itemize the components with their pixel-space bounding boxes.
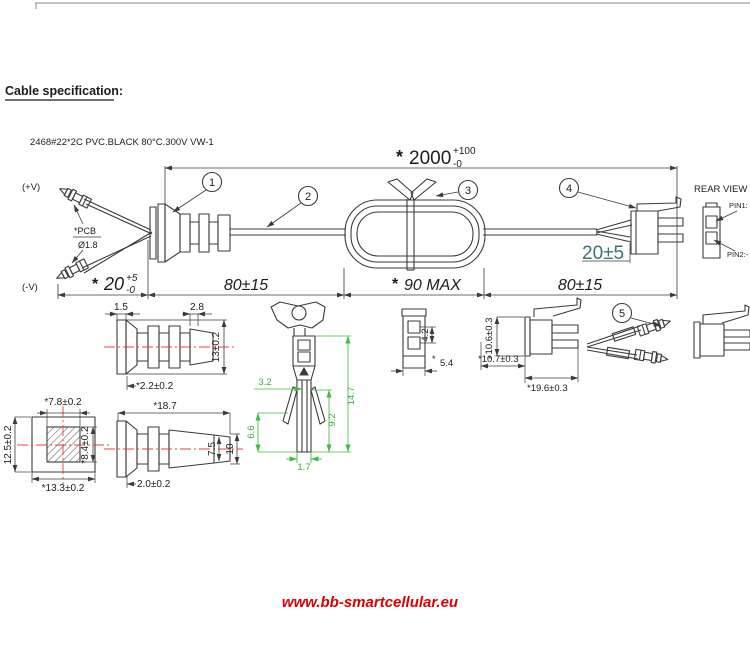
dim-2000-tol-up: +100 <box>453 146 476 157</box>
svg-text:3: 3 <box>465 185 471 197</box>
dim-10-6-star: * <box>488 354 492 364</box>
dim-80-left: 80±15 <box>224 277 268 294</box>
board-end-pins: (+V) (-V) *PCB Ø1.8 <box>22 182 153 293</box>
plus-v-label: (+V) <box>22 182 40 193</box>
rear-view: REAR VIEW PIN1: PIN2:- <box>694 184 749 259</box>
callout-3: 3 <box>435 179 479 201</box>
dim-3-2: 3.2 <box>258 377 271 388</box>
detail-leads-assembly <box>586 304 750 366</box>
cable-lines <box>230 228 597 236</box>
dim-80-right: 80±15 <box>558 277 602 294</box>
dim-19-6: *19.6±0.3 <box>527 383 568 394</box>
dim-5-4-star: * <box>432 354 436 364</box>
dim-2000-value: 2000 <box>409 148 451 169</box>
callout-4: 4 <box>558 177 637 209</box>
pcb-diameter: Ø1.8 <box>78 240 98 250</box>
svg-text:4: 4 <box>566 183 572 195</box>
minus-v-pin <box>53 257 90 284</box>
svg-text:2: 2 <box>305 191 311 203</box>
dim-14-7: 14.7 <box>346 387 357 406</box>
callout-2: 2 <box>266 185 319 228</box>
connector-main-view: 20±5 <box>582 196 684 264</box>
dim-10-7: *10.7±0.3 <box>478 354 519 365</box>
svg-text:5: 5 <box>619 308 625 320</box>
page-title: Cable specification: <box>5 84 123 98</box>
pin1-label: PIN1: <box>729 201 748 210</box>
website-link[interactable]: www.bb-smartcellular.eu <box>282 594 458 611</box>
detail-housing-front: 4.2 * 5.4 <box>391 308 453 376</box>
dim-2000-tol-dn: -0 <box>453 159 462 170</box>
dim-1-7: 1.7 <box>297 462 310 473</box>
detail-crimp-terminal: 3.2 6.6 9.2 14.7 1.7 <box>246 301 357 473</box>
dim-9-2: 9.2 <box>327 413 338 426</box>
dim-1-5: 1.5 <box>114 302 128 313</box>
pin2-label: PIN2:- <box>727 250 749 259</box>
cable-loop <box>344 199 486 269</box>
minus-v-label: (-V) <box>22 282 38 293</box>
plus-v-pin <box>56 183 93 210</box>
detail-housing-side: 10.6±0.3 * *10.7±0.3 *19.6±0.3 <box>478 297 582 394</box>
dim-2-0: 2.0±0.2 <box>137 479 171 490</box>
dim-5-4: 5.4 <box>440 358 453 369</box>
dim-10: 10 <box>225 443 236 455</box>
dim-20-star: * <box>92 276 99 293</box>
grommet-main-view <box>149 203 231 263</box>
dim-13-3: *13.3±0.2 <box>42 483 85 494</box>
dim-12-5: 12.5±0.2 <box>3 425 14 464</box>
dim-6-6: 6.6 <box>246 425 257 438</box>
dim-20-tol-dn: -0 <box>126 285 135 296</box>
dim-90-star: * <box>392 276 399 293</box>
cable-spec-text: 2468#22*2C PVC.BLACK 80°C.300V VW-1 <box>30 137 214 148</box>
dim-7-5: 7.5 <box>207 442 218 456</box>
crimped-terminal-upper <box>636 315 673 338</box>
dim-2-8: 2.8 <box>190 302 204 313</box>
dim-10-6: 10.6±0.3 <box>484 318 495 355</box>
footer: www.bb-smartcellular.eu <box>282 594 458 611</box>
header: Cable specification: 2468#22*2C PVC.BLAC… <box>5 84 214 148</box>
dim-18-7: *18.7 <box>153 401 177 412</box>
svg-text:1: 1 <box>209 177 215 189</box>
dim-90-max: 90 MAX <box>404 277 462 294</box>
dim-overall-2000: * 2000 +100 -0 <box>164 146 678 299</box>
crimped-terminal-lower <box>633 348 670 366</box>
dim-4-2: 4.2 <box>420 328 431 341</box>
callout-5: 5 <box>611 302 662 327</box>
rear-view-label: REAR VIEW <box>694 184 747 195</box>
dim-20-value: 20 <box>103 274 124 294</box>
dim-8-4: *8.4±0.2 <box>80 426 91 464</box>
page-frame <box>35 2 750 9</box>
dim-2-2: *2.2±0.2 <box>136 381 174 392</box>
cable-tie <box>387 178 437 271</box>
dim-7-8: *7.8±0.2 <box>44 397 82 408</box>
dim-13: 13±0.2 <box>211 331 222 362</box>
detail-grommet-b: *18.7 7.5 10 2.0±0.2 <box>104 401 243 490</box>
detail-square-pad: *7.8±0.2 12.5±0.2 *8.4±0.2 *13.3±0.2 <box>3 397 110 494</box>
detail-grommet-a: 1.5 2.8 13±0.2 *2.2±0.2 <box>104 302 237 392</box>
dim-20-tol-up: +5 <box>126 273 138 284</box>
callout-1: 1 <box>172 171 223 213</box>
pcb-callout: *PCB Ø1.8 <box>71 204 101 264</box>
tail-dim-20-5: 20±5 <box>582 243 624 264</box>
dim-2000-star: * <box>396 147 403 167</box>
segment-dimensions: * 20 +5 -0 80±15 * 90 MAX 80±15 <box>57 240 678 299</box>
pcb-label: *PCB <box>74 226 96 236</box>
